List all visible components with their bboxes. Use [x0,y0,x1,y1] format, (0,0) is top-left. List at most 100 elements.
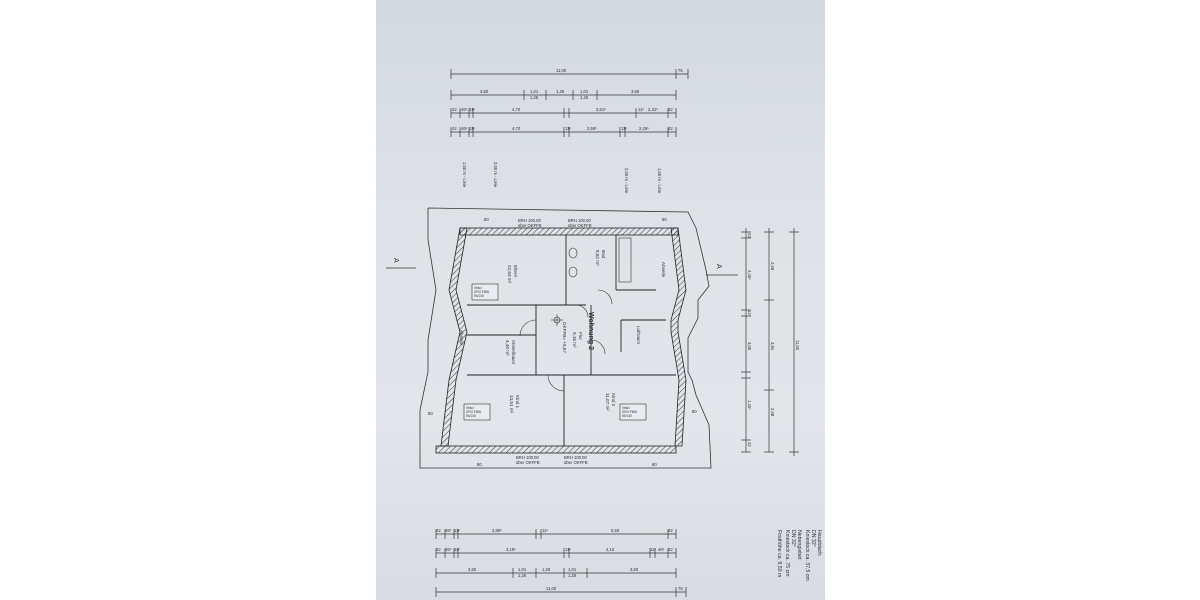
room-name: Kind 1 [515,395,520,408]
level-marker-icon [551,314,563,326]
right-dimension-chains [741,228,799,456]
room-name: Kind 2 [611,393,616,406]
dim-label: 2,56⁵ [587,126,597,131]
dim-overhang: 75 [678,586,683,591]
top-dimension-chains [450,69,689,137]
dim-label: 11⁵ [454,528,460,533]
room-area: 9,16 m² [572,332,577,348]
dim-label: 42 [668,107,673,112]
dim-label: 11⁵ [650,547,656,552]
brh-top-right: BRH 100.00 [568,218,591,223]
room-area: 11,07 m² [605,393,610,411]
dim-label: 42 [747,442,752,447]
dim-label: 11⁵ [565,126,571,131]
dim-label: 42 [668,126,673,131]
note-line: DN 32° [810,530,816,547]
room-abseite-right: Abseite [661,262,666,278]
room-eltern: Eltern 22,63 m² [507,265,518,284]
height-line-label: 1,00 m - Linie [657,168,662,194]
height-line-label: 1,00 m - Linie [462,162,467,188]
velux-label: Velux [622,406,630,410]
dim-label: 42 [436,528,441,533]
dim-label: 3,84 [770,342,775,351]
velux-label: Velux [474,286,482,290]
bath-fixtures [568,237,632,283]
dim-label: 2,58 [770,262,775,271]
dim-label: 11⁵ [454,547,460,552]
dim-label: 6,50 [611,528,620,533]
room-area: 22,63 m² [507,265,512,284]
velux-window-1: Velux GPU F606 94/140 [474,286,489,298]
dim-total-width: 11,00 [556,68,567,73]
dim-label: 11⁵ [542,528,548,533]
plan-sheet: 11,00 75 3,60 1,01 1,26 1,26 1,01 1,26 3… [376,0,825,600]
roof-notes: Hauptdach: DN 32° Kniestock ca. 37,5 cm … [776,530,822,581]
unit-title: Wohnung 2 [587,312,594,350]
unit-level: OKFFB= +5,57 [562,322,567,353]
dim-label: 1,01 [518,567,527,572]
dim-label: 42 [452,126,457,131]
door-swings [519,289,613,392]
wall-dim: 80 [484,217,489,222]
section-mark-right: A [715,264,722,269]
room-abstell: Abstellraum 4,40 m² [505,340,516,364]
note-line: Nebengiebel: [796,530,802,561]
dim-label: 2,26⁵ [639,126,649,131]
velux-type: GPU F606 [466,410,481,414]
roof-overhang-outline [419,207,712,469]
dim-label: 1,26 [542,567,551,572]
note-line: DN 32° [790,530,796,547]
dim-label: 1,26 [580,95,589,100]
dim-label: 46⁵ [461,107,468,112]
bottom-dimension-labels: 42 46⁵ 11⁵ 3,86⁵ 11⁵ 6,50 42 42 46⁵ 11⁵ … [436,528,683,591]
dim-label: 42 [747,233,752,238]
dim-label: 4,40⁵ [747,270,752,280]
dim-label: 42 [452,107,457,112]
velux-size: 94/140 [466,414,476,418]
brh-bottom-right-ref: über OKFFB [564,460,588,465]
dim-label: 46⁵ [658,547,665,552]
dim-label: 1,01 [530,89,539,94]
dim-label: 11,00 [795,340,800,351]
dim-label: 3,60 [630,567,639,572]
floor-plan-drawing: 11,00 75 3,60 1,01 1,26 1,26 1,01 1,26 3… [386,68,822,597]
velux-size: 94/140 [474,294,484,298]
dim-label: 3,00 [747,342,752,351]
dim-label: 46⁵ [445,528,452,533]
velux-window-2: Velux GPU F606 94/140 [466,406,481,418]
right-dimension-labels: 42 4,40⁵ 2,58 11⁵ 3,00 3,84 11,00 1,45⁵ … [747,233,800,447]
brh-bottom-left-ref: über OKFFB [516,460,540,465]
note-line: Kniestock ca. 75 cm [784,530,790,576]
wall-dim: 80 [662,217,667,222]
height-line-labels: 1,00 m - Linie 2,00 m - Linie 2,00 m - L… [462,162,662,194]
brh-top-right-ref: über OKFFB [568,223,592,228]
velux-size: 94/140 [622,414,632,418]
brh-bottom-right: BRH 100.00 [564,455,587,460]
brh-top-left: BRH 100.00 [518,218,541,223]
velux-window-3: Velux GPU F606 94/140 [622,406,637,418]
velux-windows [463,283,647,421]
dim-label: 1,26 [568,573,577,578]
dim-label: 3,86⁵ [492,528,502,533]
velux-label: Velux [466,406,474,410]
dim-label: 2,58 [770,408,775,417]
room-name: Bad [601,250,606,259]
room-name: Eltern [513,265,518,277]
dim-label: 42 [436,547,441,552]
dim-label: 1,26 [530,95,539,100]
section-mark-left: A [392,258,399,263]
dim-label: 1,26 [518,573,527,578]
wall-dim: 80 [692,409,697,414]
dim-label: 42 [668,547,673,552]
note-line: Firsthöhe ca. 9,50 m [776,530,782,577]
dim-label: 4,70 [512,107,521,112]
dim-label: 42 [668,528,673,533]
dim-label: 1,01 [568,567,577,572]
dim-total-width: 11,00 [546,586,557,591]
room-kind1: Kind 1 13,51 m² [509,395,520,414]
dim-label: 11⁵ [621,126,627,131]
dim-label: 4,70 [512,126,521,131]
dim-label: 11⁵ [469,126,475,131]
room-area: 13,51 m² [509,395,514,414]
room-luftraum: Luftraum [636,326,641,344]
